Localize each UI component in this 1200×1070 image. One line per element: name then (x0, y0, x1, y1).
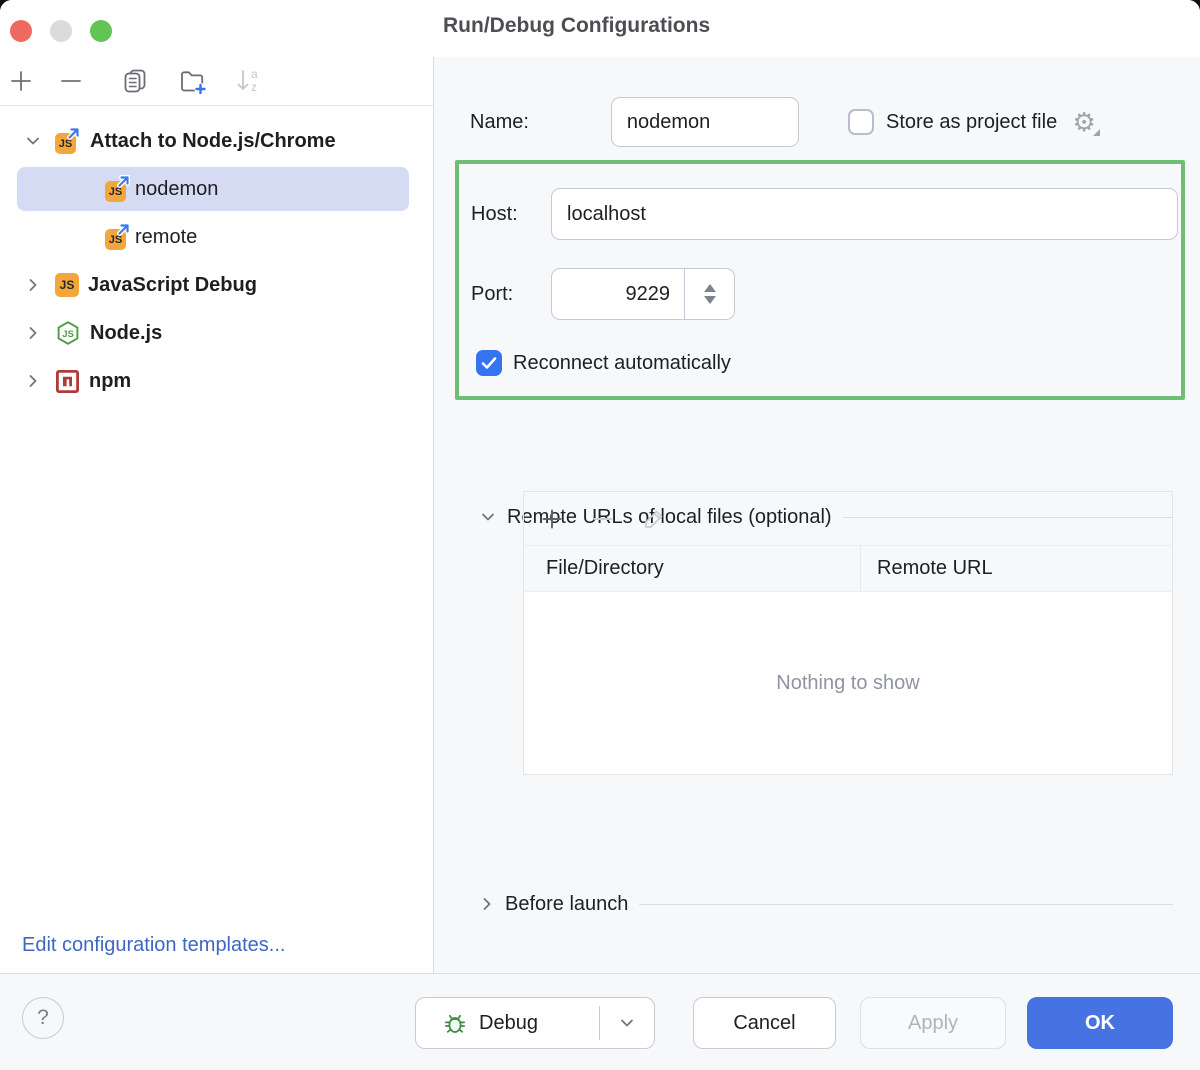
port-spinner (684, 269, 734, 319)
window-controls (10, 20, 112, 42)
edit-mapping-button[interactable] (641, 506, 667, 532)
nodejs-icon: JS (55, 320, 81, 347)
spinner-up-icon[interactable] (703, 284, 716, 292)
cancel-button[interactable]: Cancel (693, 997, 836, 1049)
section-divider (639, 903, 1173, 905)
dialog-footer: ? Debug Cancel Apply OK (0, 973, 1200, 1070)
chevron-right-icon[interactable] (25, 277, 41, 293)
section-divider (842, 516, 1173, 518)
zoom-window-button[interactable] (90, 20, 112, 42)
host-input[interactable] (551, 188, 1178, 240)
remove-mapping-button[interactable] (590, 506, 616, 532)
svg-text:a: a (251, 67, 258, 81)
remote-urls-empty-state: Nothing to show (524, 592, 1172, 774)
debug-split-button[interactable]: Debug (415, 997, 655, 1049)
minimize-window-button[interactable] (50, 20, 72, 42)
js-attach-icon: JS (105, 223, 131, 250)
port-label: Port: (471, 282, 514, 305)
configurations-sidebar: a z JS Attach to Node.js/Chrome (0, 57, 434, 973)
chevron-down-icon[interactable] (25, 133, 41, 149)
bug-icon (444, 1014, 466, 1033)
tree-item-label: remote (135, 225, 198, 248)
chevron-right-icon[interactable] (480, 896, 494, 912)
tree-item-label: Attach to Node.js/Chrome (90, 129, 336, 152)
apply-button[interactable]: Apply (860, 997, 1006, 1049)
svg-text:z: z (251, 80, 257, 94)
copy-icon (124, 69, 146, 93)
store-as-project-file-label: Store as project file (886, 110, 1058, 133)
host-label: Host: (471, 202, 518, 225)
configuration-editor-panel: Name: Store as project file ⚙ Host: Port… (434, 57, 1200, 973)
ok-button[interactable]: OK (1027, 997, 1173, 1049)
add-mapping-button[interactable] (539, 506, 565, 532)
reconnect-row: Reconnect automatically (476, 350, 731, 376)
before-launch-section-header[interactable]: Before launch (480, 891, 1173, 917)
configurations-tree: JS Attach to Node.js/Chrome JS nodemon (0, 106, 433, 405)
help-button[interactable]: ? (22, 997, 64, 1039)
minus-icon (61, 80, 81, 82)
name-label: Name: (470, 110, 529, 133)
column-header-remote-url[interactable]: Remote URL (877, 557, 993, 579)
npm-icon (55, 369, 80, 394)
spinner-down-icon[interactable] (703, 296, 716, 304)
column-header-file-directory[interactable]: File/Directory (524, 546, 861, 591)
remote-urls-toolbar (524, 492, 1172, 546)
tree-item-label: Node.js (90, 321, 163, 344)
check-icon (481, 357, 497, 369)
edit-configuration-templates-link[interactable]: Edit configuration templates... (22, 934, 286, 956)
sort-alphabetically-icon: a z (237, 67, 258, 94)
split-button-divider (599, 1006, 600, 1040)
name-input[interactable] (610, 97, 799, 147)
js-attach-icon: JS (55, 127, 81, 154)
before-launch-section-title: Before launch (505, 892, 629, 915)
chevron-down-icon[interactable] (480, 510, 496, 524)
remove-configuration-button[interactable] (56, 66, 86, 96)
chevron-right-icon[interactable] (25, 325, 41, 341)
tree-item-javascript-debug[interactable]: JS JavaScript Debug (0, 261, 433, 309)
sidebar-toolbar: a z (0, 57, 433, 106)
port-stepper (551, 268, 735, 320)
tree-item-attach-to-nodejs-chrome[interactable]: JS Attach to Node.js/Chrome (0, 117, 433, 165)
new-folder-button[interactable] (178, 66, 208, 96)
tree-item-label: JavaScript Debug (88, 273, 257, 296)
dialog-title: Run/Debug Configurations (443, 14, 711, 37)
debug-button-label: Debug (479, 1011, 538, 1034)
tree-item-npm[interactable]: npm (0, 357, 433, 405)
tree-item-label: npm (89, 369, 132, 392)
remote-urls-section-title: Remote URLs of local files (optional) (507, 505, 832, 528)
plus-icon (11, 71, 31, 91)
name-row: Name: (470, 97, 799, 147)
reconnect-automatically-label: Reconnect automatically (513, 351, 731, 374)
store-as-project-file-checkbox[interactable] (848, 109, 874, 135)
sort-configurations-button[interactable]: a z (234, 66, 264, 96)
add-configuration-button[interactable] (6, 66, 36, 96)
close-window-button[interactable] (10, 20, 32, 42)
javascript-icon: JS (55, 273, 79, 297)
tree-item-nodemon[interactable]: JS nodemon (0, 165, 433, 213)
copy-configuration-button[interactable] (120, 66, 150, 96)
remote-urls-table-header: File/Directory Remote URL (524, 546, 1172, 592)
store-as-project-file-row: Store as project file ⚙ (848, 97, 1101, 147)
debug-options-dropdown[interactable] (600, 998, 654, 1048)
debug-button[interactable]: Debug (416, 998, 599, 1048)
js-attach-icon: JS (105, 175, 131, 202)
new-folder-icon (181, 71, 207, 95)
remote-urls-section-header[interactable]: Remote URLs of local files (optional) (480, 504, 1173, 530)
remote-urls-table: File/Directory Remote URL Nothing to sho… (523, 491, 1173, 775)
tree-item-label: nodemon (135, 177, 219, 200)
chevron-down-icon (621, 1019, 633, 1027)
chevron-right-icon[interactable] (25, 373, 41, 389)
tree-item-nodejs[interactable]: JS Node.js (0, 309, 433, 357)
port-input[interactable] (552, 269, 684, 319)
title-bar: Run/Debug Configurations (0, 0, 1200, 57)
gear-icon[interactable]: ⚙ (1069, 107, 1101, 137)
svg-text:JS: JS (62, 329, 74, 340)
attach-settings-highlight-group: Host: Port: Reconnect automatically (455, 160, 1185, 400)
tree-item-remote[interactable]: JS remote (0, 213, 433, 261)
reconnect-automatically-checkbox[interactable] (476, 350, 502, 376)
